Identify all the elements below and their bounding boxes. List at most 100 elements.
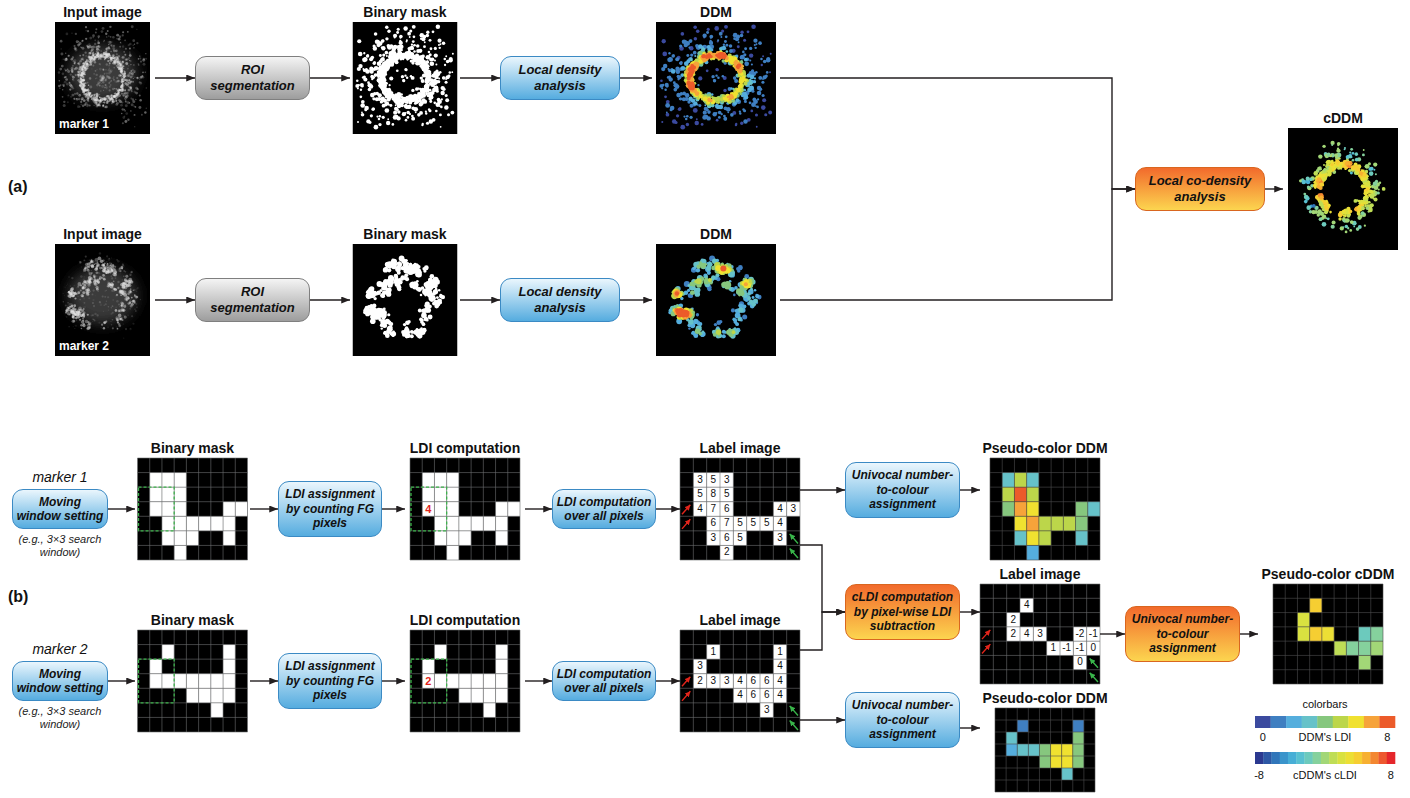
binary-mask-image <box>372 107 375 110</box>
microscopy-image <box>98 45 101 48</box>
microscopy-image <box>61 65 64 68</box>
microscopy-image <box>111 45 114 48</box>
density-map-image <box>686 54 689 57</box>
microscopy-image <box>128 89 131 92</box>
binary-mask-image <box>391 58 393 60</box>
microscopy-image <box>67 94 69 96</box>
microscopy-image <box>55 22 150 134</box>
binary-mask-image <box>433 102 436 105</box>
density-map-image <box>706 69 709 72</box>
microscopy-image <box>108 47 110 49</box>
microscopy-image <box>84 89 87 92</box>
density-map-image <box>747 30 750 33</box>
microscopy-image <box>94 56 96 58</box>
microscopy-image <box>104 77 106 79</box>
binary-mask-image <box>374 125 379 130</box>
density-map-image <box>756 126 758 128</box>
microscopy-image <box>108 55 110 57</box>
binary-mask-image <box>385 67 390 72</box>
binary-mask-image <box>397 45 401 49</box>
density-map-image <box>702 34 706 38</box>
binary-mask-image <box>389 51 393 55</box>
microscopy-image <box>85 38 87 40</box>
density-map-image <box>661 121 663 123</box>
microscopy-image <box>79 70 81 72</box>
microscopy-image <box>104 98 106 100</box>
microscopy-image <box>76 92 78 94</box>
density-map-image <box>712 112 716 116</box>
microscopy-image <box>67 101 69 103</box>
binary-mask-image <box>425 72 429 76</box>
binary-mask-image <box>435 86 437 88</box>
binary-mask-image <box>379 54 382 57</box>
microscopy-image <box>124 39 126 41</box>
binary-mask-image <box>370 70 373 73</box>
binary-mask-image <box>393 45 395 47</box>
microscopy-image <box>117 55 120 58</box>
microscopy-image <box>104 102 106 104</box>
microscopy-image <box>97 42 100 45</box>
microscopy-image <box>125 99 126 100</box>
microscopy-image <box>106 75 109 78</box>
density-map-image <box>760 58 763 61</box>
microscopy-image <box>79 60 82 63</box>
microscopy-image <box>92 55 94 57</box>
microscopy-image <box>107 75 109 77</box>
binary-mask-image <box>353 22 458 134</box>
microscopy-image <box>123 81 124 82</box>
microscopy-image <box>97 81 100 84</box>
microscopy-image <box>108 65 110 67</box>
binary-mask-image <box>437 80 440 83</box>
microscopy-image <box>109 26 111 28</box>
density-map-image <box>686 115 689 118</box>
microscopy-image <box>124 110 126 112</box>
microscopy-image <box>130 110 132 112</box>
binary-mask-image <box>420 55 424 59</box>
microscopy-image <box>130 64 131 65</box>
binary-mask-image <box>430 47 433 50</box>
microscopy-image <box>129 60 131 62</box>
microscopy-image <box>121 70 123 72</box>
binary-mask-image <box>413 36 416 39</box>
binary-mask-image <box>425 92 428 95</box>
microscopy-image <box>130 70 132 72</box>
microscopy-image <box>69 84 72 87</box>
microscopy-image <box>74 45 76 47</box>
binary-mask-image <box>385 68 388 71</box>
microscopy-image <box>85 55 86 56</box>
microscopy-image <box>93 98 96 101</box>
microscopy-image <box>104 72 106 74</box>
binary-mask-image <box>385 108 390 113</box>
binary-mask-image <box>374 32 378 36</box>
microscopy-image <box>79 106 81 108</box>
binary-mask-image <box>379 73 381 75</box>
density-map-image <box>730 113 734 117</box>
density-map-image <box>679 97 682 100</box>
microscopy-image <box>92 34 95 37</box>
microscopy-image <box>87 88 89 90</box>
microscopy-image <box>110 57 113 60</box>
microscopy-image <box>122 108 125 111</box>
microscopy-image <box>136 42 138 44</box>
binary-mask-image <box>445 55 447 57</box>
binary-mask-image <box>404 97 407 100</box>
binary-mask-image <box>363 77 367 81</box>
binary-mask-image <box>367 81 370 84</box>
microscopy-image <box>123 80 124 81</box>
microscopy-image <box>121 72 123 74</box>
microscopy-image <box>103 99 104 100</box>
microscopy-image <box>79 73 80 74</box>
binary-mask-image <box>418 94 422 98</box>
microscopy-image <box>69 88 71 90</box>
microscopy-image <box>127 74 130 77</box>
microscopy-image <box>127 81 129 83</box>
microscopy-image <box>97 104 99 106</box>
binary-mask-image <box>370 75 373 78</box>
binary-mask-image <box>368 88 372 92</box>
microscopy-image <box>80 46 82 48</box>
microscopy-image <box>104 79 106 81</box>
binary-mask-image <box>429 119 433 123</box>
binary-mask-image <box>427 81 429 83</box>
microscopy-image <box>65 53 66 54</box>
